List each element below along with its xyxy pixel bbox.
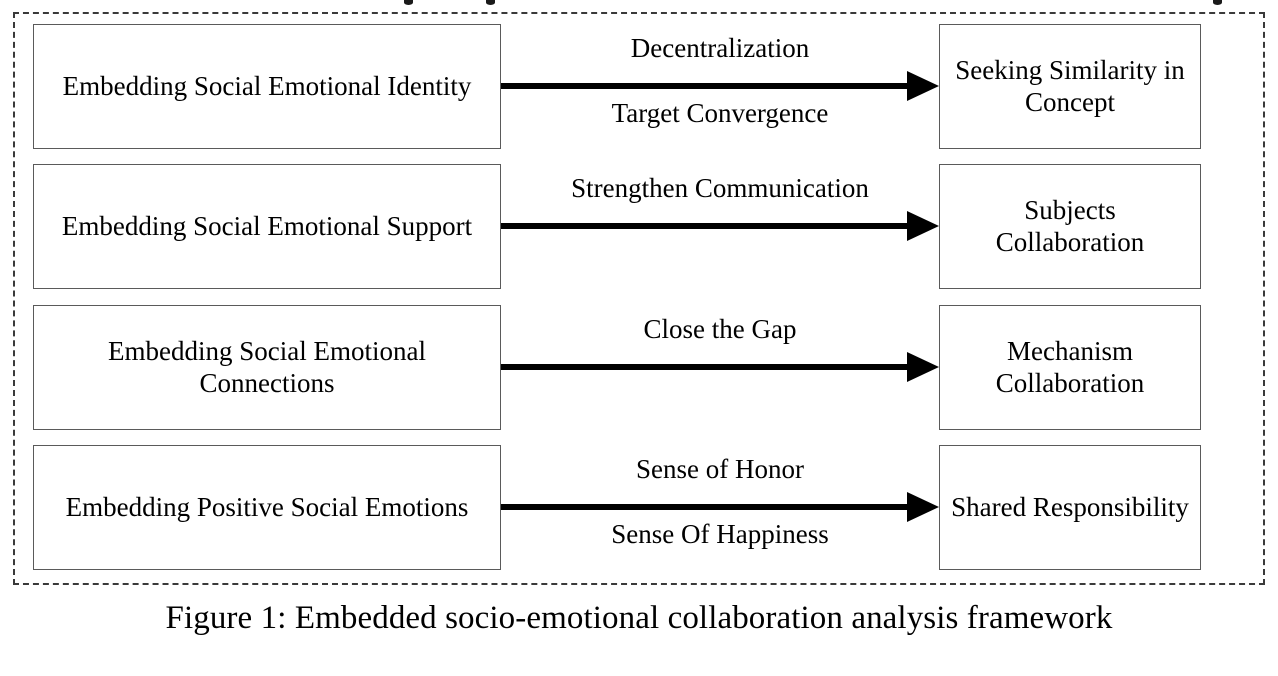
source-node-label: Embedding Positive Social Emotions bbox=[65, 491, 469, 522]
relation-arrow: Decentralization Target Convergence bbox=[501, 24, 939, 149]
arrow-label-above: Strengthen Communication bbox=[571, 173, 869, 203]
arrow-head-icon bbox=[907, 71, 939, 101]
arrow-line bbox=[501, 364, 911, 370]
relation-arrow: Strengthen Communication bbox=[501, 164, 939, 289]
source-node-label: Embedding Social Emotional Support bbox=[61, 210, 473, 241]
relation-arrow: Close the Gap bbox=[501, 305, 939, 430]
source-node-box[interactable]: Embedding Social Emotional Connections bbox=[33, 305, 501, 430]
target-node-label: Seeking Similarity in Concept bbox=[955, 54, 1185, 117]
arrow-label-below: Sense Of Happiness bbox=[611, 519, 829, 549]
arrow-line bbox=[501, 223, 911, 229]
arrow-head-icon bbox=[907, 492, 939, 522]
target-node-label: Subjects Collaboration bbox=[995, 194, 1145, 257]
framework-row: Embedding Positive Social Emotions Sense… bbox=[33, 445, 1245, 570]
source-node-label: Embedding Social Emotional Connections bbox=[108, 335, 426, 398]
arrow-label-above: Close the Gap bbox=[643, 314, 797, 344]
framework-row: Embedding Social Emotional Connections C… bbox=[33, 305, 1245, 430]
arrow-label-above: Decentralization bbox=[630, 33, 810, 63]
target-node-box[interactable]: Seeking Similarity in Concept bbox=[939, 24, 1201, 149]
clipped-glyph-remnant bbox=[1213, 0, 1222, 5]
target-node-label: Shared Responsibility bbox=[951, 491, 1189, 522]
framework-row: Embedding Social Emotional Identity Dece… bbox=[33, 24, 1245, 149]
relation-arrow: Sense of Honor Sense Of Happiness bbox=[501, 445, 939, 570]
clipped-glyph-remnant bbox=[486, 0, 495, 5]
framework-rows: Embedding Social Emotional Identity Dece… bbox=[33, 24, 1245, 574]
target-node-box[interactable]: Shared Responsibility bbox=[939, 445, 1201, 570]
arrow-head-icon bbox=[907, 211, 939, 241]
arrow-line bbox=[501, 504, 911, 510]
figure-caption: Figure 1: Embedded socio-emotional colla… bbox=[165, 600, 1113, 636]
arrow-label-above: Sense of Honor bbox=[636, 454, 804, 484]
clipped-glyph-remnant bbox=[404, 0, 413, 5]
source-node-box[interactable]: Embedding Social Emotional Identity bbox=[33, 24, 501, 149]
arrow-label-below: Target Convergence bbox=[611, 98, 829, 128]
target-node-label: Mechanism Collaboration bbox=[995, 335, 1145, 398]
arrow-head-icon bbox=[907, 352, 939, 382]
source-node-label: Embedding Social Emotional Identity bbox=[62, 70, 472, 101]
framework-row: Embedding Social Emotional Support Stren… bbox=[33, 164, 1245, 289]
target-node-box[interactable]: Subjects Collaboration bbox=[939, 164, 1201, 289]
target-node-box[interactable]: Mechanism Collaboration bbox=[939, 305, 1201, 430]
arrow-line bbox=[501, 83, 911, 89]
source-node-box[interactable]: Embedding Social Emotional Support bbox=[33, 164, 501, 289]
source-node-box[interactable]: Embedding Positive Social Emotions bbox=[33, 445, 501, 570]
